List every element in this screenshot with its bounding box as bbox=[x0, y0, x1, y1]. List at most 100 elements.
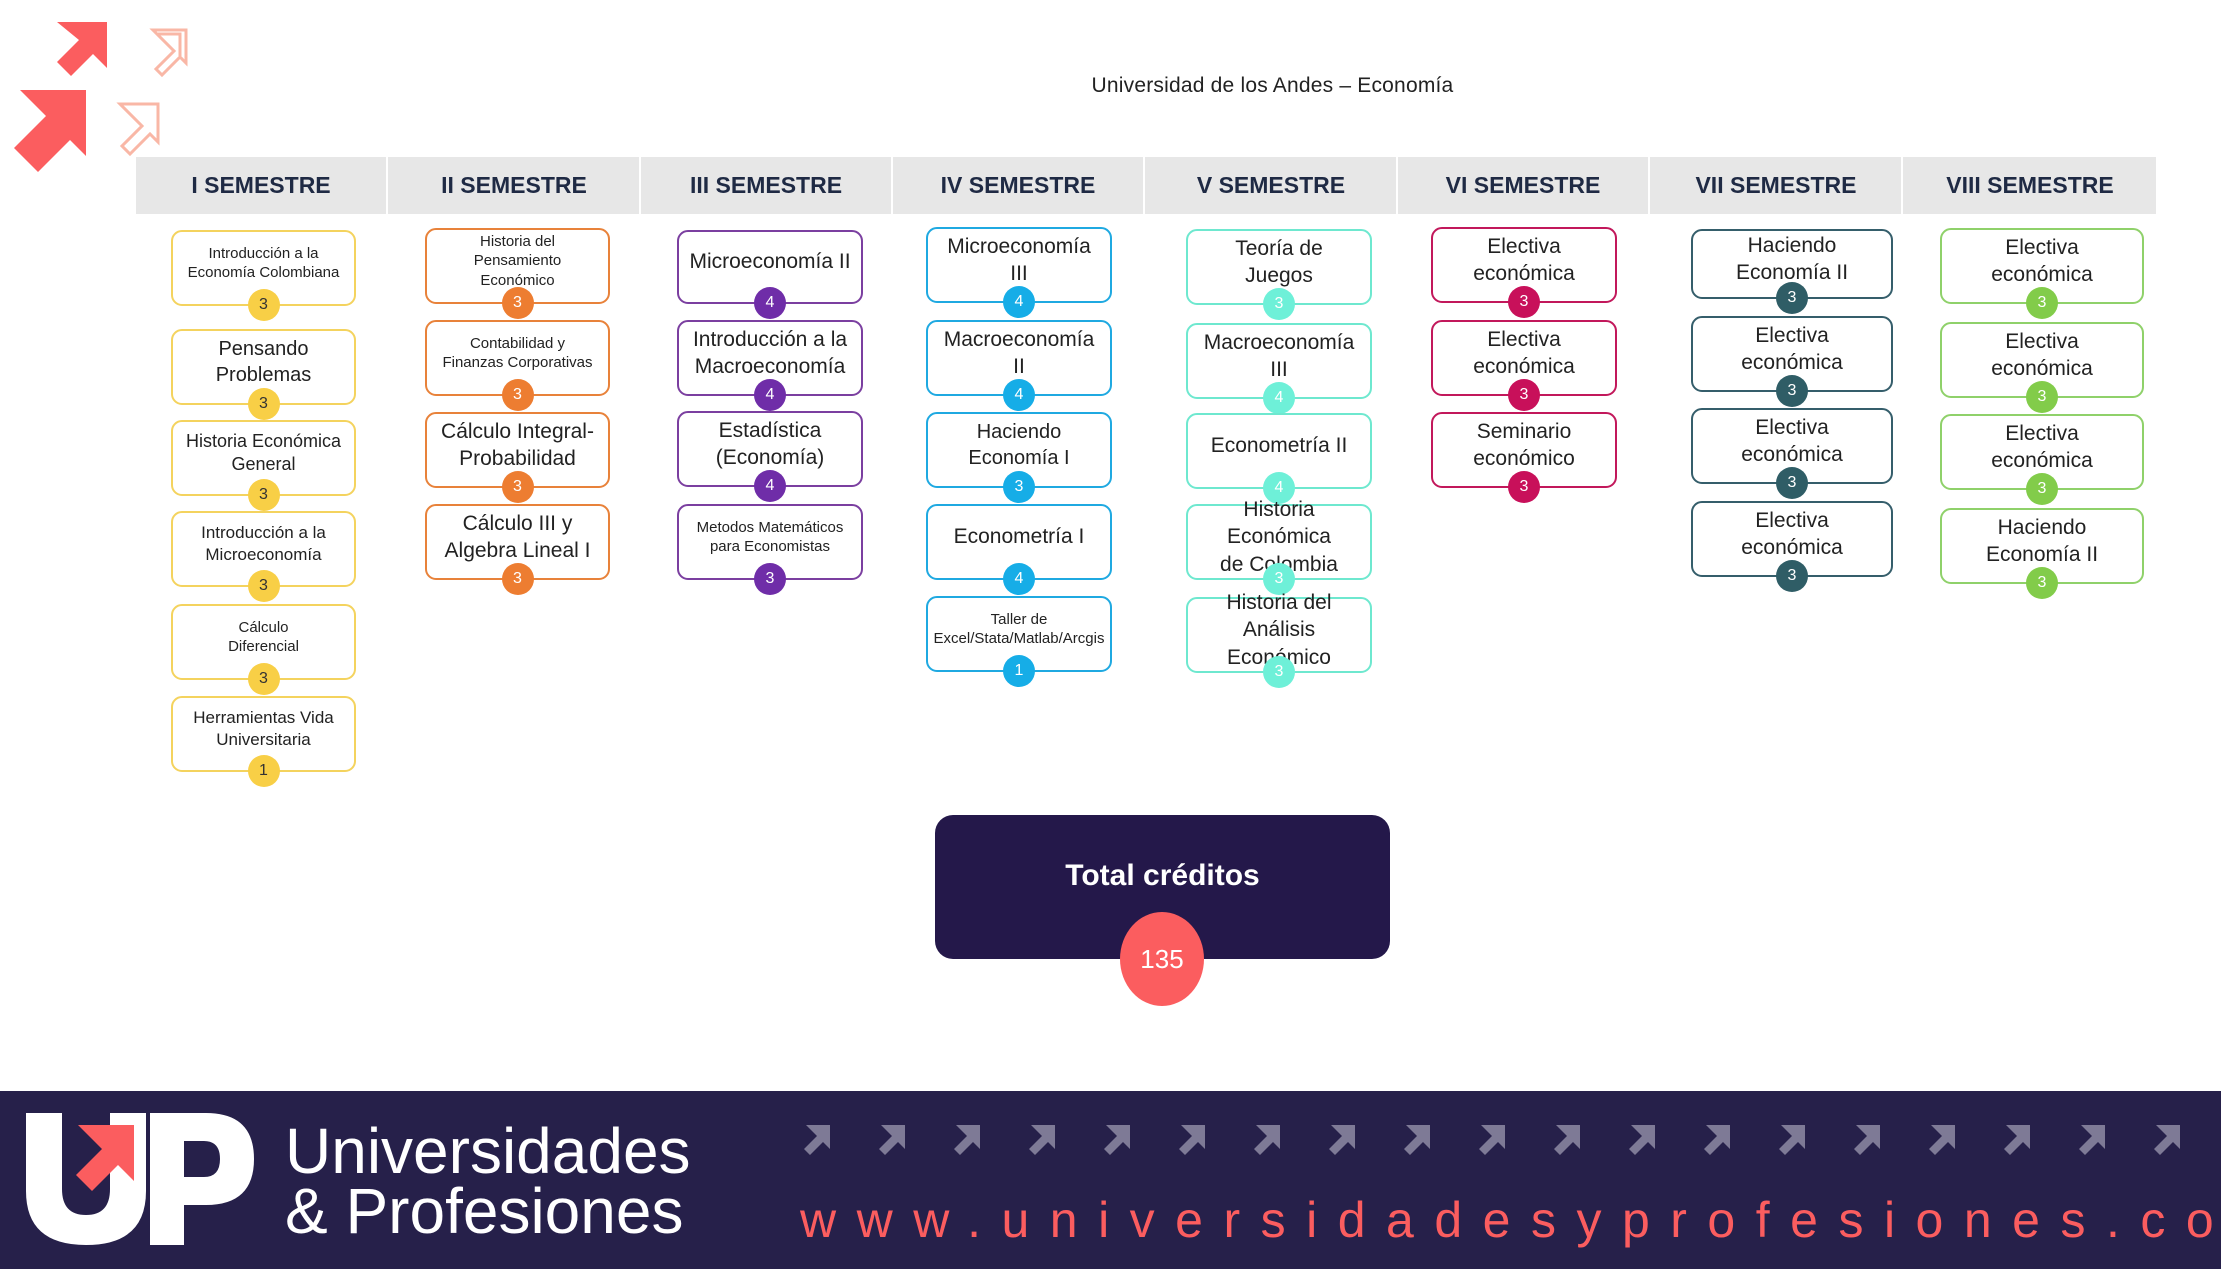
course-name: Contabilidad y Finanzas Corporativas bbox=[442, 334, 593, 372]
credit-badge: 3 bbox=[247, 479, 280, 511]
credit-badge: 3 bbox=[501, 471, 534, 503]
course-name: Herramientas Vida Universitaria bbox=[193, 707, 334, 749]
credit-badge: 3 bbox=[1263, 288, 1295, 320]
credit-badge: 3 bbox=[1776, 560, 1808, 592]
course-name: Introducción a la Microeconomía bbox=[201, 522, 326, 564]
credit-badge: 3 bbox=[247, 570, 280, 602]
credit-badge: 4 bbox=[754, 379, 786, 411]
course-name: Haciendo Economía II bbox=[1735, 233, 1849, 284]
course-name: Teoría de Juegos bbox=[1235, 236, 1323, 287]
credit-badge: 3 bbox=[2026, 287, 2058, 319]
footer-arrow-icon bbox=[1179, 1125, 1205, 1155]
course-name: Introducción a la Economía Colombiana bbox=[187, 244, 340, 282]
credit-badge: 3 bbox=[1508, 286, 1540, 318]
footer-arrow-icon bbox=[1254, 1125, 1280, 1155]
semester-header-3: III SEMESTRE bbox=[641, 157, 893, 214]
course-name: Electiva económica bbox=[1991, 235, 2093, 286]
course-name: Macroeconomía II bbox=[943, 327, 1095, 378]
footer-arrow-icon bbox=[1404, 1125, 1430, 1155]
course-name: Macroeconomía III bbox=[1203, 330, 1355, 381]
course-name: Electiva económica bbox=[1991, 329, 2093, 380]
credit-badge: 3 bbox=[1508, 471, 1540, 503]
course-name: Metodos Matemáticos para Economistas bbox=[696, 518, 844, 556]
credit-badge: 3 bbox=[247, 663, 280, 695]
footer-arrow-icon bbox=[1629, 1125, 1655, 1155]
course-box: Estadística (Economía)4 bbox=[677, 411, 863, 502]
course-name: Electiva económica bbox=[1991, 421, 2093, 472]
course-name: Cálculo III y Algebra Lineal I bbox=[444, 511, 591, 562]
credit-badge: 4 bbox=[1003, 286, 1035, 318]
up-logo bbox=[26, 1113, 254, 1245]
course-name: Cálculo Integral- Probabilidad bbox=[441, 419, 594, 470]
credit-badge: 3 bbox=[1776, 282, 1808, 314]
credit-badge: 3 bbox=[247, 388, 280, 420]
course-name: Microeconomía II bbox=[689, 250, 851, 274]
course-name: Seminario económico bbox=[1473, 419, 1575, 470]
footer-arrow-icon bbox=[1479, 1125, 1505, 1155]
credit-badge: 4 bbox=[1003, 563, 1035, 595]
semester-header-bar bbox=[136, 157, 2156, 214]
course-name: Electiva económica bbox=[1473, 234, 1575, 285]
brand-name-line1: Universidades bbox=[285, 1115, 691, 1187]
course-box: Microeconomía II 4 bbox=[677, 230, 863, 319]
course-name: Econometría I bbox=[953, 525, 1085, 549]
credit-badge: 3 bbox=[501, 563, 534, 595]
course-name: Econometría II bbox=[1210, 434, 1348, 458]
course-name: Cálculo Diferencial bbox=[228, 618, 299, 656]
course-box: Cálculo Diferencial 3 bbox=[171, 604, 356, 695]
brand-arrows-logo bbox=[14, 22, 188, 172]
footer-banner: Universidades & Profesiones www.universi… bbox=[0, 1091, 2221, 1269]
footer-arrow-icon bbox=[1779, 1125, 1805, 1155]
course-box: Historia Económica General 3 bbox=[171, 420, 356, 511]
course-name: Electiva económica bbox=[1741, 415, 1843, 466]
footer-arrow-icon bbox=[1554, 1125, 1580, 1155]
credit-badge: 4 bbox=[1003, 379, 1035, 411]
course-name: Microeconomía III bbox=[947, 234, 1091, 285]
credit-badge: 3 bbox=[1003, 471, 1035, 503]
footer-arrow-icon bbox=[1704, 1125, 1730, 1155]
course-name: Electiva económica bbox=[1741, 323, 1843, 374]
credit-badge: 3 bbox=[1776, 467, 1808, 499]
footer-arrow-icon bbox=[1854, 1125, 1880, 1155]
credit-badge: 4 bbox=[754, 287, 786, 319]
course-name: Pensando Problemas bbox=[215, 338, 312, 386]
footer-arrow-icon bbox=[2154, 1125, 2180, 1155]
credit-badge: 4 bbox=[1263, 382, 1295, 414]
semester-header-7: VII SEMESTRE bbox=[1651, 157, 1903, 214]
credit-badge: 3 bbox=[2026, 473, 2058, 505]
footer-arrow-icon bbox=[1104, 1125, 1130, 1155]
course-name: Historia Económica General bbox=[185, 430, 342, 474]
footer-url-link[interactable]: www.universidadesyprofesiones.com bbox=[800, 1192, 2221, 1248]
credit-badge: 3 bbox=[247, 289, 280, 321]
semester-header-5: V SEMESTRE bbox=[1146, 157, 1398, 214]
page-title: Universidad de los Andes – Economía bbox=[1091, 74, 1454, 97]
course-box: Econometría I 4 bbox=[926, 504, 1112, 595]
footer-arrow-icon bbox=[2079, 1125, 2105, 1155]
credit-badge: 1 bbox=[1003, 655, 1035, 687]
course-name: Introducción a la Macroeconomía bbox=[692, 327, 848, 378]
semester-header-6: VI SEMESTRE bbox=[1398, 157, 1650, 214]
course-box: Introducción a la Microeconomía 3 bbox=[171, 511, 356, 602]
